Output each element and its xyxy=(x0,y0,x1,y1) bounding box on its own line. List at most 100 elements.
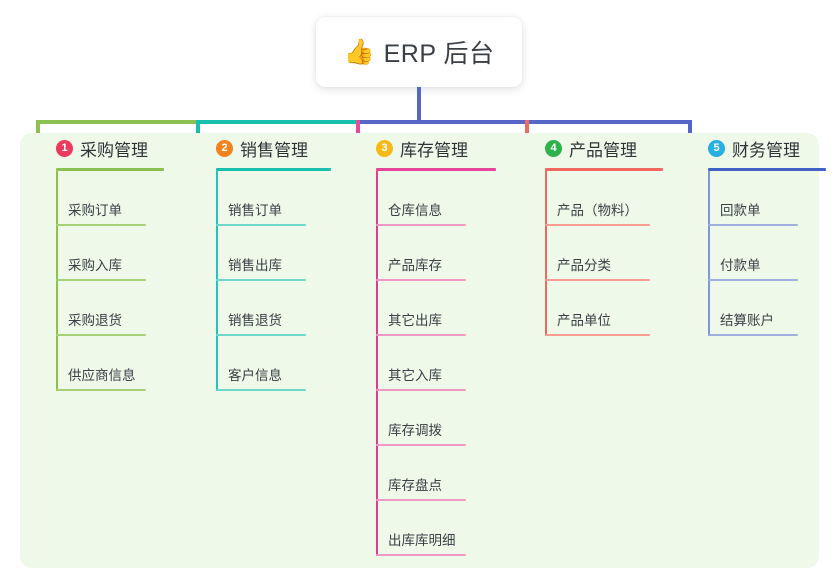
list-item[interactable]: 采购入库 xyxy=(38,226,176,281)
list-item-rule xyxy=(376,279,466,281)
list-item-label: 出库库明细 xyxy=(388,533,456,548)
list-item[interactable]: 库存调拨 xyxy=(358,391,508,446)
column-spine-2 xyxy=(216,171,218,391)
column-items-2: 销售订单销售出库销售退货客户信息 xyxy=(198,171,343,391)
column-items-5: 回款单付款单结算账户 xyxy=(690,171,838,336)
list-item[interactable]: 结算账户 xyxy=(690,281,838,336)
column-header-4[interactable]: 4 产品管理 xyxy=(527,133,675,163)
column-items-3: 仓库信息产品库存其它出库其它入库库存调拨库存盘点出库库明细 xyxy=(358,171,508,556)
list-item[interactable]: 产品分类 xyxy=(527,226,675,281)
list-item-label: 销售退货 xyxy=(228,313,282,328)
column-items-4: 产品（物料） 产品分类产品单位 xyxy=(527,171,675,336)
list-item-label: 产品单位 xyxy=(557,313,611,328)
list-item-label: 产品库存 xyxy=(388,258,442,273)
column-2: 2 销售管理销售订单销售出库销售退货客户信息 xyxy=(198,133,343,391)
column-badge-4: 4 xyxy=(545,139,562,157)
column-title-1: 采购管理 xyxy=(80,140,148,160)
list-item-label: 其它出库 xyxy=(388,313,442,328)
list-item-label: 客户信息 xyxy=(228,368,282,383)
list-item-label: 结算账户 xyxy=(720,313,774,328)
column-items-1: 采购订单采购入库采购退货供应商信息 xyxy=(38,171,176,391)
list-item[interactable]: 仓库信息 xyxy=(358,171,508,226)
column-header-2[interactable]: 2 销售管理 xyxy=(198,133,343,163)
list-item-label: 采购订单 xyxy=(68,203,122,218)
column-badge-2: 2 xyxy=(216,139,233,157)
list-item-label: 库存调拨 xyxy=(388,423,442,438)
list-item[interactable]: 其它出库 xyxy=(358,281,508,336)
column-header-rule-3 xyxy=(376,168,496,171)
list-item-label: 供应商信息 xyxy=(68,368,136,383)
list-item[interactable]: 销售出库 xyxy=(198,226,343,281)
column-spine-5 xyxy=(708,171,710,336)
list-item-rule xyxy=(56,279,146,281)
list-item-rule xyxy=(216,334,306,336)
list-item-rule xyxy=(708,334,798,336)
column-title-2: 销售管理 xyxy=(240,140,308,160)
list-item-label: 库存盘点 xyxy=(388,478,442,493)
column-5: 5 财务管理回款单付款单结算账户 xyxy=(690,133,838,336)
list-item-rule xyxy=(56,334,146,336)
column-title-3: 库存管理 xyxy=(400,140,468,160)
list-item-label: 产品分类 xyxy=(557,258,611,273)
list-item[interactable]: 采购退货 xyxy=(38,281,176,336)
list-item[interactable]: 销售订单 xyxy=(198,171,343,226)
column-1: 1 采购管理采购订单采购入库采购退货供应商信息 xyxy=(38,133,176,391)
list-item[interactable]: 供应商信息 xyxy=(38,336,176,391)
column-spine-4 xyxy=(545,171,547,336)
column-title-4: 产品管理 xyxy=(569,140,637,160)
column-header-rule-2 xyxy=(216,168,331,171)
column-badge-3: 3 xyxy=(376,139,393,157)
list-item-rule xyxy=(376,444,466,446)
column-spine-1 xyxy=(56,171,58,391)
column-header-rule-1 xyxy=(56,168,164,171)
column-badge-1: 1 xyxy=(56,139,73,157)
root-node-card[interactable]: 👍 ERP 后台 xyxy=(316,17,522,87)
list-item-rule xyxy=(545,224,650,226)
list-item-rule xyxy=(216,279,306,281)
list-item[interactable]: 采购订单 xyxy=(38,171,176,226)
column-header-5[interactable]: 5 财务管理 xyxy=(690,133,838,163)
list-item[interactable]: 产品（物料） xyxy=(527,171,675,226)
list-item[interactable]: 出库库明细 xyxy=(358,501,508,556)
bus-segment-1 xyxy=(36,120,200,124)
list-item[interactable]: 付款单 xyxy=(690,226,838,281)
list-item-rule xyxy=(376,499,466,501)
list-item-label: 仓库信息 xyxy=(388,203,442,218)
column-title-5: 财务管理 xyxy=(732,140,800,160)
list-item-label: 销售出库 xyxy=(228,258,282,273)
bus-segment-3 xyxy=(356,120,692,124)
list-item[interactable]: 库存盘点 xyxy=(358,446,508,501)
mindmap-panel: 1 采购管理采购订单采购入库采购退货供应商信息 2 销售管理销售订单销售出库销售退货客… xyxy=(20,133,826,568)
list-item-label: 付款单 xyxy=(720,258,761,273)
list-item[interactable]: 产品库存 xyxy=(358,226,508,281)
list-item[interactable]: 回款单 xyxy=(690,171,838,226)
column-spine-3 xyxy=(376,171,378,556)
list-item[interactable]: 产品单位 xyxy=(527,281,675,336)
root-node-title: ERP 后台 xyxy=(383,40,495,68)
column-4: 4 产品管理产品（物料） 产品分类产品单位 xyxy=(527,133,675,336)
list-item-rule xyxy=(376,334,466,336)
list-item-label: 产品（物料） xyxy=(557,203,638,218)
column-badge-5: 5 xyxy=(708,139,725,157)
list-item-label: 回款单 xyxy=(720,203,761,218)
list-item[interactable]: 其它入库 xyxy=(358,336,508,391)
list-item-rule xyxy=(376,224,466,226)
list-item-rule xyxy=(545,334,650,336)
list-item-label: 采购入库 xyxy=(68,258,122,273)
list-item-rule xyxy=(216,389,306,391)
list-item[interactable]: 销售退货 xyxy=(198,281,343,336)
column-header-1[interactable]: 1 采购管理 xyxy=(38,133,176,163)
list-item[interactable]: 客户信息 xyxy=(198,336,343,391)
column-3: 3 库存管理仓库信息产品库存其它出库其它入库库存调拨库存盘点出库库明细 xyxy=(358,133,508,556)
list-item-rule xyxy=(56,389,146,391)
bus-segment-2 xyxy=(196,120,360,124)
list-item-rule xyxy=(376,554,466,556)
column-header-rule-5 xyxy=(708,168,826,171)
list-item-rule xyxy=(708,224,798,226)
list-item-label: 其它入库 xyxy=(388,368,442,383)
list-item-rule xyxy=(216,224,306,226)
column-header-3[interactable]: 3 库存管理 xyxy=(358,133,508,163)
thumbs-up-icon: 👍 xyxy=(343,37,375,66)
list-item-rule xyxy=(545,279,650,281)
root-stem xyxy=(417,87,421,124)
